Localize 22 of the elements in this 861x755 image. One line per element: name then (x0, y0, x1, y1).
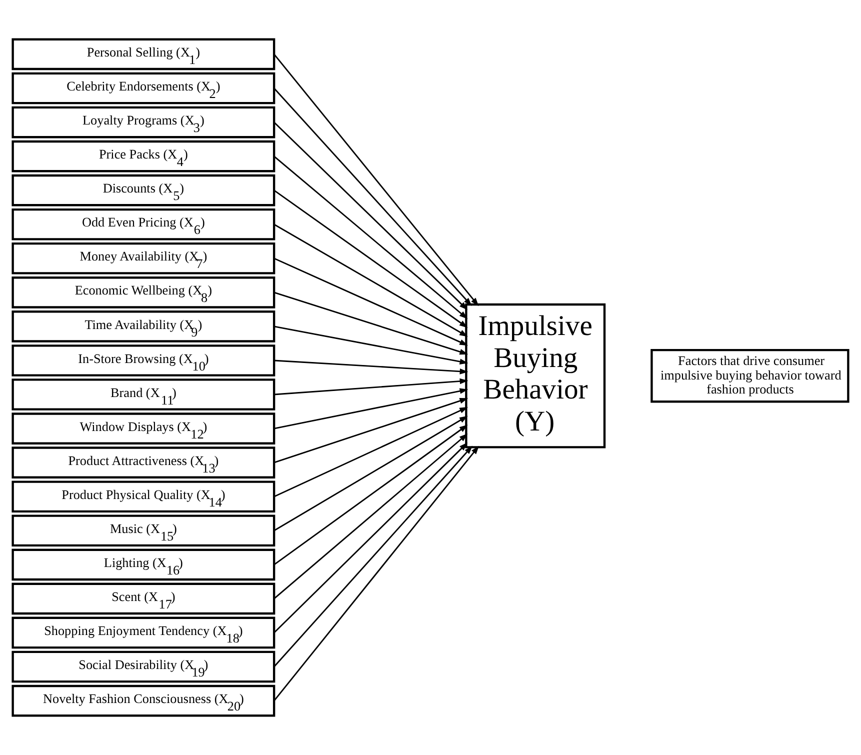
arrow (274, 54, 479, 306)
arrow (274, 378, 468, 396)
arrow (274, 442, 468, 634)
arrow (274, 416, 468, 532)
arrow (274, 407, 468, 498)
node-box: Factors that drive consumer impulsive buying behavior toward fashion products (650, 348, 850, 403)
node-box: Impulsive Buying Behavior (Y) (465, 303, 606, 448)
arrow (274, 360, 468, 374)
arrow (274, 434, 468, 600)
arrow (274, 224, 468, 337)
arrow (274, 292, 468, 355)
arrow (274, 388, 468, 430)
arrow (274, 122, 468, 310)
arrow (274, 446, 473, 668)
arrow (274, 424, 468, 566)
arrow (274, 398, 468, 464)
arrow (274, 156, 468, 319)
arrow (274, 190, 468, 328)
arrow (274, 258, 468, 346)
arrow (274, 446, 480, 702)
arrow (274, 326, 468, 364)
arrow (274, 88, 472, 306)
